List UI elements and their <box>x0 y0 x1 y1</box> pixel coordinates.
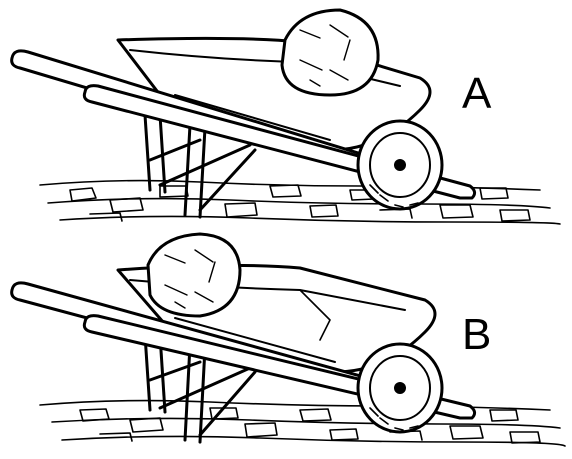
rock-b <box>148 234 240 316</box>
rock-a <box>282 10 378 95</box>
wheel-b <box>358 344 442 432</box>
ground-a <box>40 181 560 224</box>
ground-b <box>40 401 565 446</box>
label-b: B <box>462 313 491 357</box>
label-a: A <box>462 72 491 116</box>
wheel-a <box>358 121 442 209</box>
